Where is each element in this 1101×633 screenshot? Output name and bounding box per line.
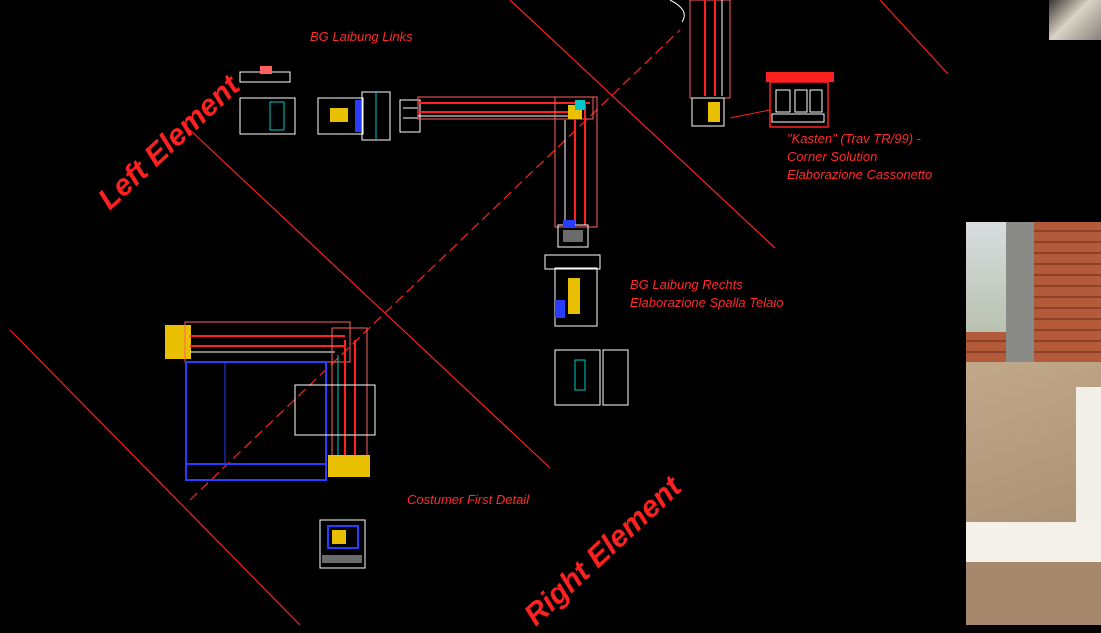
kasten-detail [766, 72, 834, 128]
construction-lines [9, 0, 949, 625]
photo-frame-vertical [1076, 387, 1101, 547]
corner-solution-label: Corner Solution [787, 149, 878, 164]
small-details-top-left [239, 66, 391, 141]
vertical-frame-detail [669, 0, 771, 127]
photo-pillar [1006, 222, 1034, 362]
main-frame-detail [165, 321, 376, 481]
bg-laibung-rechts-label: BG Laibung Rechts [630, 277, 743, 292]
bottom-small-detail [319, 519, 366, 569]
cassonetto-label: Elaborazione Cassonetto [787, 167, 933, 182]
photo-window-opening [966, 222, 1006, 332]
spalla-telaio-label: Elaborazione Spalla Telaio [630, 295, 784, 310]
photo-frame-horizontal [966, 522, 1101, 562]
site-photo-small [1049, 0, 1101, 40]
kasten-label: "Kasten" (Trav TR/99) - [787, 131, 921, 146]
site-photo-construction [966, 222, 1101, 625]
photo-floor-bottom [966, 562, 1101, 625]
bg-laibung-links-label: BG Laibung Links [310, 29, 413, 44]
top-frame-detail [399, 96, 598, 248]
right-small-details [544, 254, 629, 406]
costumer-first-detail-label: Costumer First Detail [407, 492, 530, 507]
